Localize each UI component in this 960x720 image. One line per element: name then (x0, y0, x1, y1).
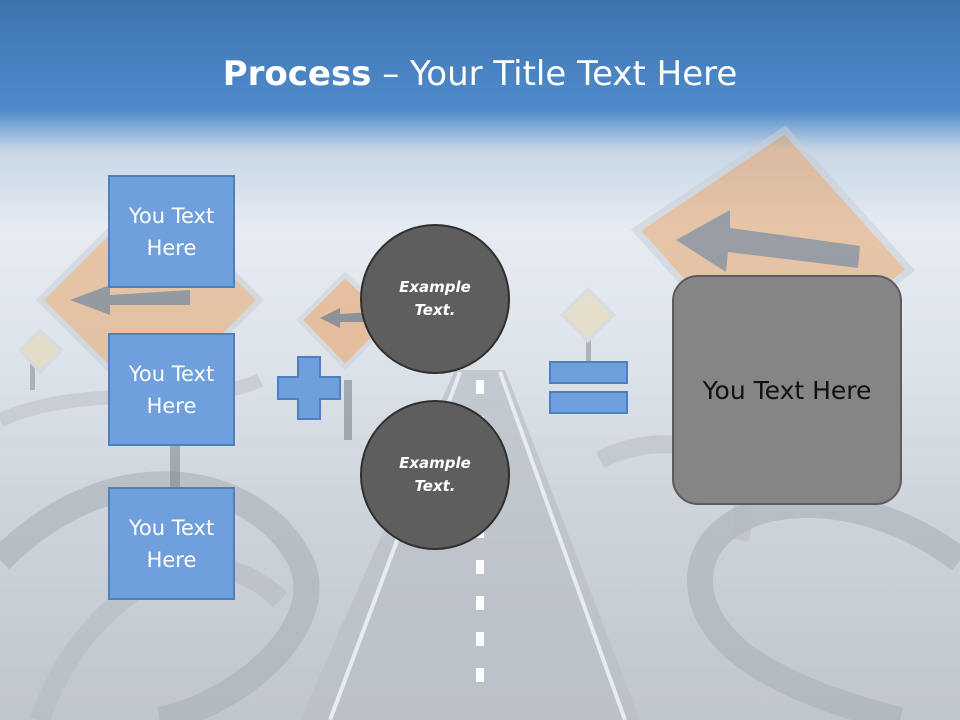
text-box-1[interactable]: You Text Here (108, 175, 235, 288)
example-circle-1[interactable]: Example Text. (360, 224, 510, 374)
small-sign-right-icon (559, 286, 617, 370)
title-bold: Process (222, 54, 372, 94)
small-sign-left-icon (17, 327, 65, 390)
slide-title: Process – Your Title Text Here (0, 52, 960, 96)
circle-label: Example Text. (399, 454, 471, 495)
example-circle-2[interactable]: Example Text. (360, 400, 510, 550)
result-label: You Text Here (702, 375, 872, 405)
equals-icon (549, 361, 628, 414)
plus-icon (277, 356, 341, 420)
result-box[interactable]: You Text Here (672, 275, 902, 505)
text-box-label: You Text Here (128, 515, 215, 572)
text-box-2[interactable]: You Text Here (108, 333, 235, 446)
text-box-3[interactable]: You Text Here (108, 487, 235, 600)
title-rest: – Your Title Text Here (371, 54, 738, 94)
circle-label: Example Text. (399, 278, 471, 319)
text-box-label: You Text Here (128, 361, 215, 418)
text-box-label: You Text Here (128, 203, 215, 260)
